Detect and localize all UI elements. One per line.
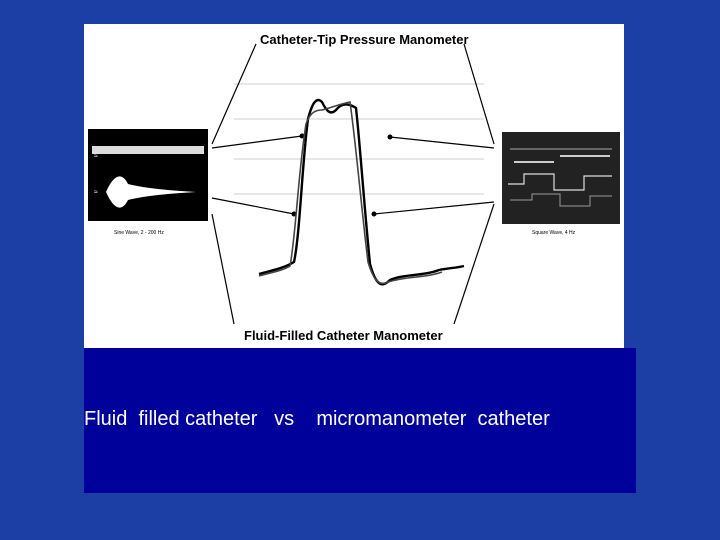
slide-caption: Fluid filled catheter vs micromanometer … xyxy=(84,408,550,430)
arrow-left-upper xyxy=(211,135,303,149)
bottom-title: Fluid-Filled Catheter Manometer xyxy=(244,328,443,343)
guide-line-top-right xyxy=(463,43,495,145)
guide-line-bottom-left xyxy=(211,213,235,325)
grid-lines xyxy=(234,83,484,195)
caption-panel: Fluid filled catheter vs micromanometer … xyxy=(84,348,636,493)
figure-panel: Catheter-Tip Pressure Manometer Fluid-Fi… xyxy=(84,24,624,348)
top-title: Catheter-Tip Pressure Manometer xyxy=(260,32,469,47)
square-wave-inset xyxy=(502,132,620,224)
arrow-right-upper xyxy=(389,136,495,149)
guide-line-bottom-right xyxy=(453,203,495,325)
fluid-filled-waveform xyxy=(258,101,443,285)
square-wave-caption: Square Wave, 4 Hz xyxy=(532,230,576,236)
guide-dots xyxy=(291,133,393,217)
svg-text:≈: ≈ xyxy=(94,189,98,196)
svg-text:≈: ≈ xyxy=(94,153,98,160)
arrow-left-lower xyxy=(211,197,295,215)
sine-wave-inset: ≈ ≈ xyxy=(88,129,208,221)
catheter-tip-waveform xyxy=(258,98,465,286)
guide-lines xyxy=(211,43,495,325)
pressure-waveform-diagram: Catheter-Tip Pressure Manometer Fluid-Fi… xyxy=(88,32,620,343)
sine-wave-caption: Sine Wave, 2 - 200 Hz xyxy=(114,230,164,236)
guide-line-top-left xyxy=(211,43,257,145)
arrow-right-lower xyxy=(373,201,495,215)
